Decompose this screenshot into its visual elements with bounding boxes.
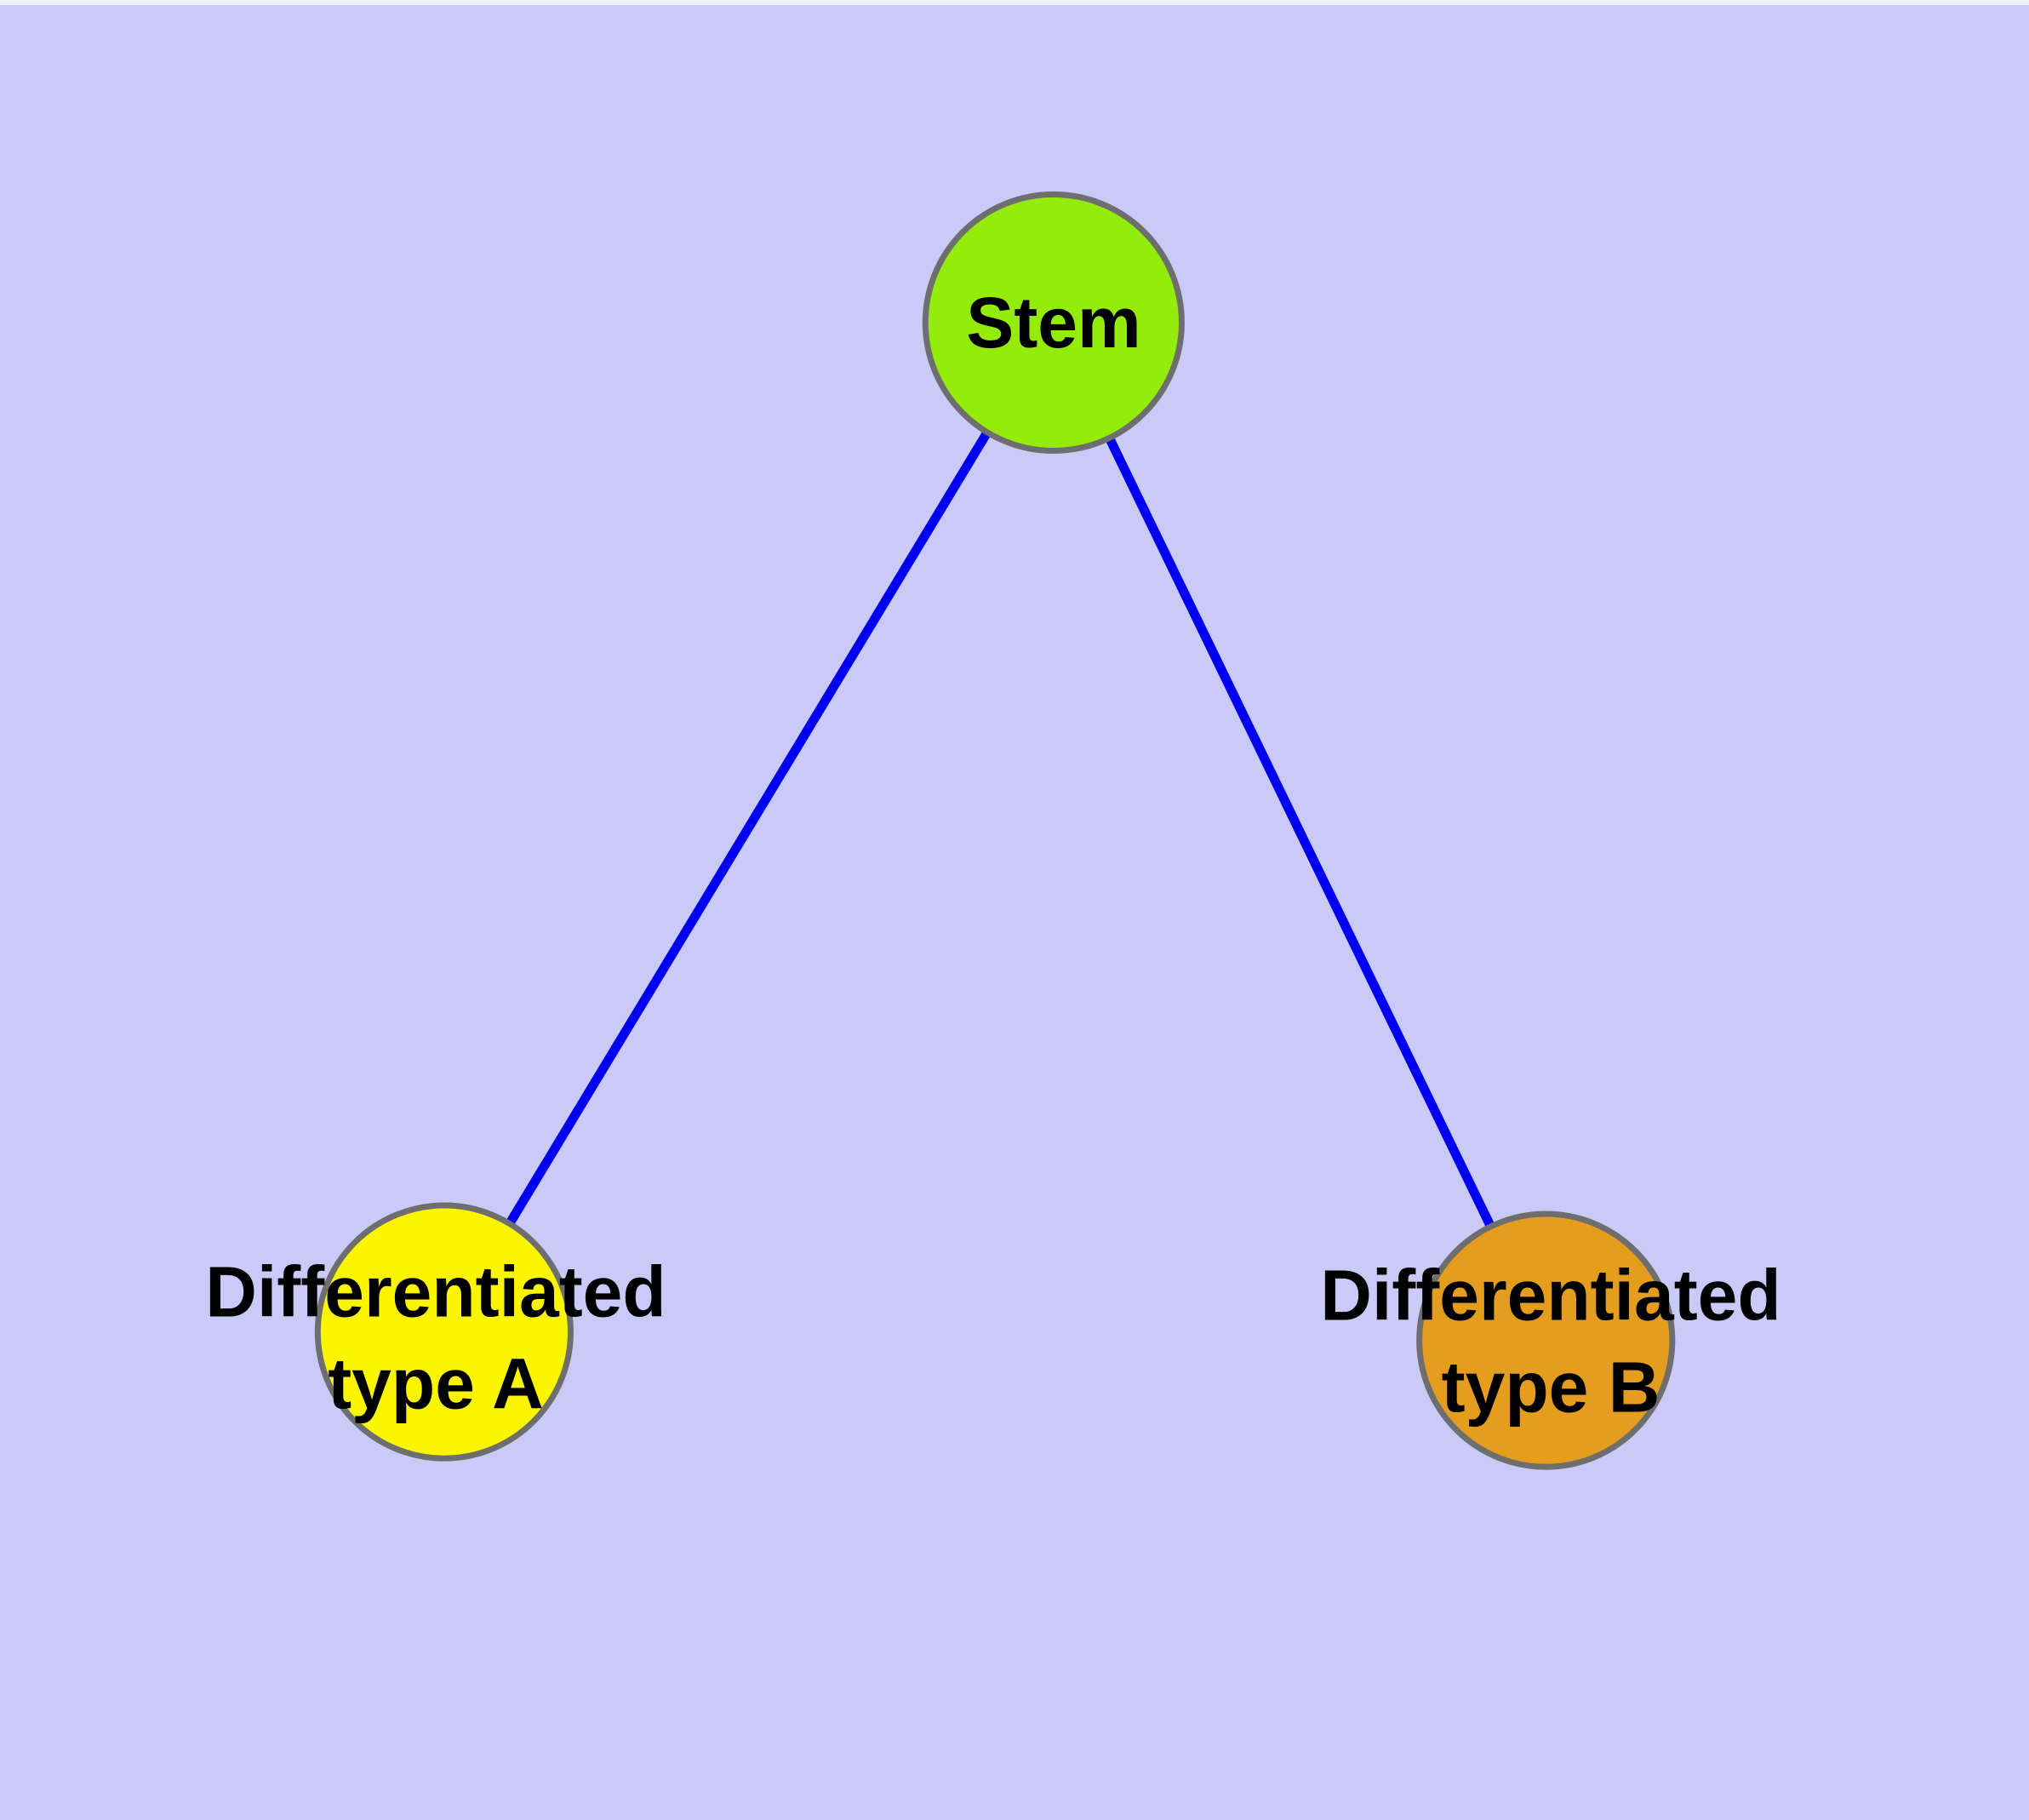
node-type-b-label: Differentiated type B bbox=[1320, 1255, 1781, 1427]
node-differentiated-type-b bbox=[1416, 1210, 1676, 1470]
edge-stem-to-type-b bbox=[1049, 320, 1551, 1342]
node-stem-label: Stem bbox=[966, 283, 1141, 363]
node-type-a-label: Differentiated type A bbox=[205, 1251, 666, 1423]
node-differentiated-type-a bbox=[314, 1202, 574, 1462]
edge-stem-to-type-a bbox=[440, 320, 1058, 1335]
node-stem bbox=[922, 191, 1185, 455]
graph bbox=[314, 191, 1676, 1470]
